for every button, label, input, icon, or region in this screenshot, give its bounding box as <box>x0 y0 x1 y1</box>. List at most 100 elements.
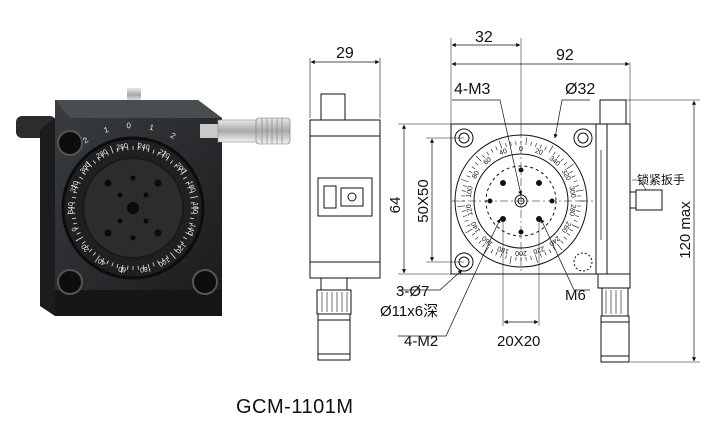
dial-tick <box>121 146 124 151</box>
dial-number: 300 <box>567 186 576 199</box>
dial-tick <box>462 215 467 217</box>
dial-tick <box>471 232 476 236</box>
dial-tick <box>116 148 119 153</box>
dial-tick <box>566 164 574 170</box>
dial-tick <box>106 260 109 265</box>
dial-number: 100 <box>466 186 475 199</box>
dial-tick <box>137 142 140 151</box>
dim-total-height: 120 max <box>677 201 694 259</box>
dial-number: 160 <box>191 202 198 214</box>
dial-tick <box>566 232 571 236</box>
dial-tick <box>142 265 145 270</box>
dial-tick <box>576 189 585 192</box>
dial-tick <box>180 169 188 176</box>
dial-tick <box>185 232 193 237</box>
top-pin <box>127 88 141 102</box>
dial-tick <box>110 145 114 154</box>
corner-hole-bottom-left <box>57 269 83 295</box>
dial-number: 100 <box>157 255 171 267</box>
dim-outer-height: 64 <box>387 197 404 214</box>
dim-bottom-grid: 20X20 <box>497 333 540 350</box>
dim-hole-spacing: 32 <box>475 29 493 46</box>
dial-number: 180 <box>497 244 510 255</box>
dial-number: 60 <box>483 156 494 166</box>
leader-through-hole <box>398 269 463 291</box>
dial-number: 320 <box>560 168 572 182</box>
dial-number: 140 <box>470 220 482 234</box>
leader-m2 <box>398 218 501 337</box>
dial-tick <box>106 151 109 156</box>
dial-tick <box>535 142 537 147</box>
dial-tick <box>474 162 479 166</box>
dial-tick <box>495 146 498 151</box>
dial-tick <box>569 170 574 174</box>
dial-number: 40 <box>97 256 107 266</box>
dial-tick <box>575 215 580 217</box>
dial-tick <box>500 253 503 258</box>
dial-tick <box>94 255 101 263</box>
dial-tick <box>88 248 93 253</box>
dial-tick <box>462 185 467 187</box>
leader-lock-handle <box>632 179 647 191</box>
dial-tick <box>560 158 564 162</box>
dial-tick <box>465 228 473 234</box>
dial-tick <box>147 148 150 153</box>
dial-number: 240 <box>547 234 561 247</box>
stage-left-face <box>40 118 55 316</box>
dial-number: 280 <box>567 204 576 217</box>
dial-tick <box>509 256 512 265</box>
dial-tick <box>563 162 568 166</box>
dial-tick <box>548 249 552 254</box>
dial-tick <box>474 236 479 240</box>
vernier-number: 2 <box>169 131 178 141</box>
dial-number: 200 <box>515 249 527 256</box>
dial-tick <box>101 154 105 158</box>
dial-tick <box>571 224 580 229</box>
dial-tick <box>484 246 490 254</box>
dial-tick <box>187 186 192 189</box>
dial-number: 340 <box>547 155 561 168</box>
dial-number: 20 <box>81 242 91 253</box>
label-counterbore: Ø11x6深 <box>380 303 438 320</box>
micrometer-head <box>200 117 291 145</box>
dial-tick <box>190 217 195 220</box>
dial-number: 40 <box>498 148 508 157</box>
dial-number: 280 <box>95 149 109 161</box>
dial-tick <box>457 205 466 207</box>
dial-tick <box>81 172 86 176</box>
dial-tick <box>525 137 527 146</box>
dial-tick <box>482 243 486 248</box>
dial-tick <box>190 196 199 199</box>
dial-tick <box>75 236 83 242</box>
dial-tick <box>552 151 556 156</box>
stage-front-face <box>55 290 222 316</box>
table-center-hole <box>127 202 139 214</box>
dial-tick <box>544 251 547 256</box>
label-m6: M6 <box>565 287 586 304</box>
dial-number: 320 <box>70 180 81 193</box>
label-lock-handle: 锁紧扳手 <box>637 172 685 187</box>
dial-tick <box>169 252 176 259</box>
leader-m6 <box>540 218 590 291</box>
dial-tick <box>461 190 466 192</box>
dial-number: 240 <box>137 143 150 152</box>
dial-tick <box>111 262 114 267</box>
dial-tick <box>490 148 494 153</box>
dial-tick <box>539 253 542 258</box>
dial-number: 260 <box>560 220 572 234</box>
dial-tick <box>165 255 169 260</box>
dial-tick <box>535 255 538 263</box>
dial-tick <box>495 251 498 256</box>
dial-tick <box>530 256 532 261</box>
leader-m3 <box>452 99 523 196</box>
dial-tick <box>188 222 193 225</box>
dial-tick <box>185 181 190 184</box>
dial-tick <box>74 227 79 230</box>
dial-tick <box>157 151 160 156</box>
dial-tick <box>482 154 486 159</box>
dial-tick <box>498 140 503 149</box>
dim-inner-height: 50X50 <box>415 179 432 222</box>
dial-tick <box>478 240 482 244</box>
top-dial-ticks <box>457 137 585 265</box>
